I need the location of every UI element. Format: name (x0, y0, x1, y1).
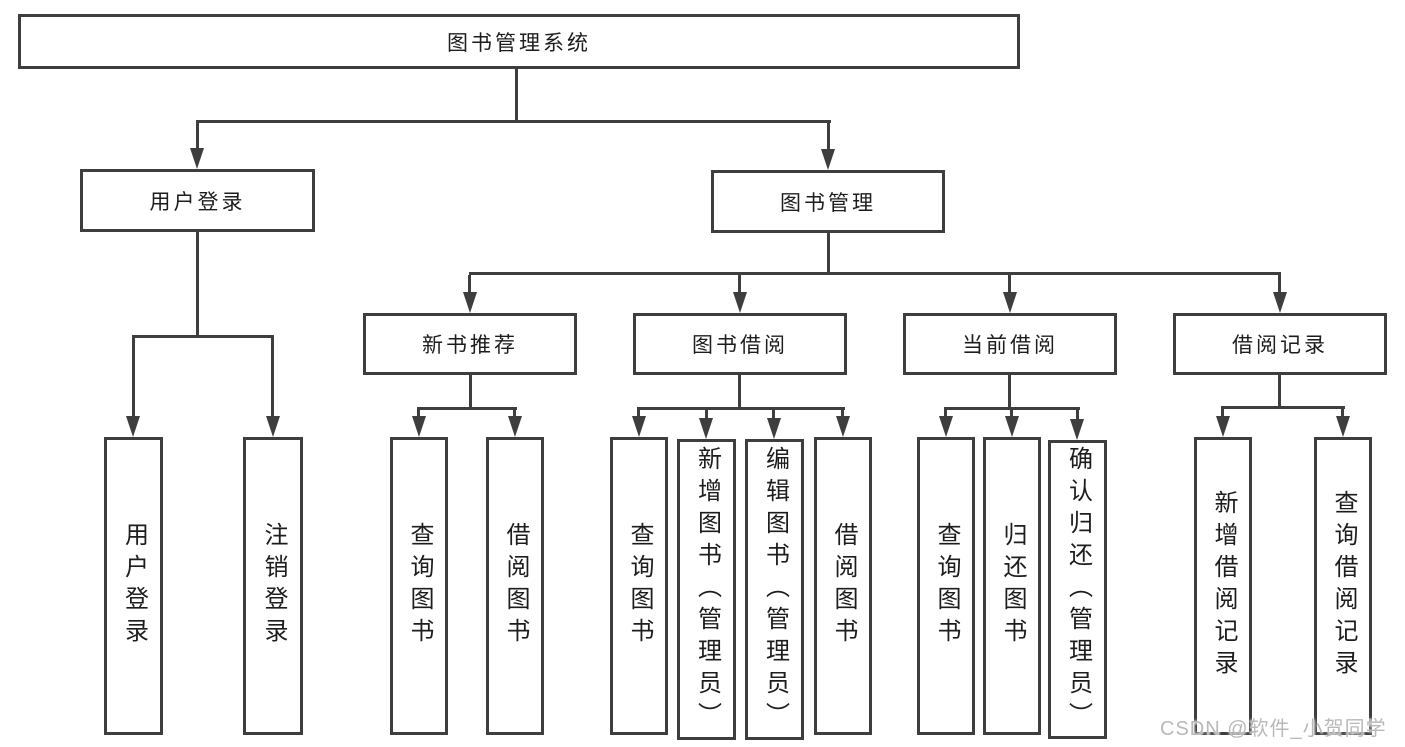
connector-line (1278, 275, 1281, 292)
arrow-down-icon (632, 416, 646, 437)
connector-line (944, 410, 947, 416)
leaf-label: 借阅图书 (830, 522, 857, 650)
node-book-management: 图书管理 (711, 170, 945, 233)
leaf-label: 查询借阅记录 (1330, 490, 1357, 682)
leaf-borrow-books-borrowing: 借阅图书 (814, 437, 872, 735)
connector-line (738, 275, 741, 292)
connector-line (1221, 406, 1345, 409)
arrow-down-icon (1005, 416, 1019, 437)
connector-line (196, 120, 831, 123)
arrow-down-icon (699, 418, 713, 439)
arrow-down-icon (190, 148, 204, 169)
arrow-down-icon (463, 292, 477, 313)
node-book-borrowing: 图书借阅 (633, 313, 847, 375)
leaf-borrow-books-recommend: 借阅图书 (486, 437, 544, 735)
connector-line (196, 232, 199, 335)
arrow-down-icon (412, 416, 426, 437)
arrow-down-icon (939, 416, 953, 437)
leaf-query-books-recommend: 查询图书 (390, 437, 448, 735)
leaf-user-login: 用户登录 (104, 437, 163, 735)
leaf-return-books: 归还图书 (983, 437, 1041, 735)
leaf-label: 确认归还（管理员） (1064, 445, 1092, 734)
connector-line (132, 335, 274, 338)
connector-line (132, 338, 135, 416)
connector-line (417, 410, 420, 416)
arrow-down-icon (126, 416, 140, 437)
csdn-watermark: CSDN @软件_小贺同学 (1160, 718, 1387, 740)
leaf-query-books-current: 查询图书 (917, 437, 975, 735)
leaf-add-books-admin: 新增图书（管理员） (677, 439, 736, 740)
arrow-down-icon (1003, 292, 1017, 313)
connector-line (637, 410, 640, 416)
connector-line (1076, 410, 1079, 419)
node-new-book-recommendation: 新书推荐 (363, 313, 577, 375)
connector-line (513, 410, 516, 416)
arrow-down-icon (1273, 292, 1287, 313)
leaf-label: 新增图书（管理员） (693, 445, 721, 734)
leaf-label: 编辑图书（管理员） (761, 445, 789, 734)
connector-line (1221, 409, 1224, 416)
node-library-management-system: 图书管理系统 (18, 14, 1020, 69)
connector-line (469, 272, 1281, 275)
leaf-edit-books-admin: 编辑图书（管理员） (745, 439, 804, 740)
node-user-login: 用户登录 (80, 169, 315, 232)
connector-line (1008, 375, 1011, 407)
arrow-down-icon (733, 292, 747, 313)
arrow-down-icon (1336, 416, 1350, 437)
leaf-label: 用户登录 (120, 522, 148, 650)
connector-line (468, 275, 471, 292)
connector-line (1341, 409, 1344, 416)
connector-line (827, 233, 830, 272)
arrow-down-icon (767, 418, 781, 439)
connector-line (738, 375, 741, 407)
arrow-down-icon (266, 416, 280, 437)
connector-line (772, 410, 775, 418)
connector-line (1008, 275, 1011, 292)
arrow-down-icon (821, 149, 835, 170)
connector-line (1010, 410, 1013, 416)
leaf-label: 借阅图书 (502, 522, 529, 650)
connector-line (944, 407, 1080, 410)
leaf-query-borrow-record: 查询借阅记录 (1314, 437, 1372, 735)
leaf-logout: 注销登录 (243, 437, 303, 735)
connector-line (271, 338, 274, 416)
leaf-add-borrow-record: 新增借阅记录 (1194, 437, 1252, 735)
leaf-label: 归还图书 (999, 522, 1026, 650)
connector-line (417, 407, 517, 410)
arrow-down-icon (508, 416, 522, 437)
leaf-query-books-borrowing: 查询图书 (610, 437, 668, 735)
leaf-label: 查询图书 (626, 522, 653, 650)
connector-line (841, 410, 844, 416)
leaf-label: 注销登录 (260, 522, 287, 650)
connector-line (515, 69, 518, 120)
connector-line (637, 407, 845, 410)
leaf-confirm-return-admin: 确认归还（管理员） (1048, 440, 1107, 739)
node-borrowing-records: 借阅记录 (1173, 313, 1387, 375)
connector-line (196, 123, 199, 149)
arrow-down-icon (1070, 419, 1084, 440)
connector-line (705, 410, 708, 418)
leaf-label: 新增借阅记录 (1210, 490, 1237, 682)
connector-line (469, 375, 472, 407)
arrow-down-icon (1216, 416, 1230, 437)
connector-line (827, 123, 830, 150)
connector-line (1278, 375, 1281, 406)
arrow-down-icon (836, 416, 850, 437)
leaf-label: 查询图书 (933, 522, 960, 650)
leaf-label: 查询图书 (406, 522, 433, 650)
node-current-borrowing: 当前借阅 (903, 313, 1117, 375)
